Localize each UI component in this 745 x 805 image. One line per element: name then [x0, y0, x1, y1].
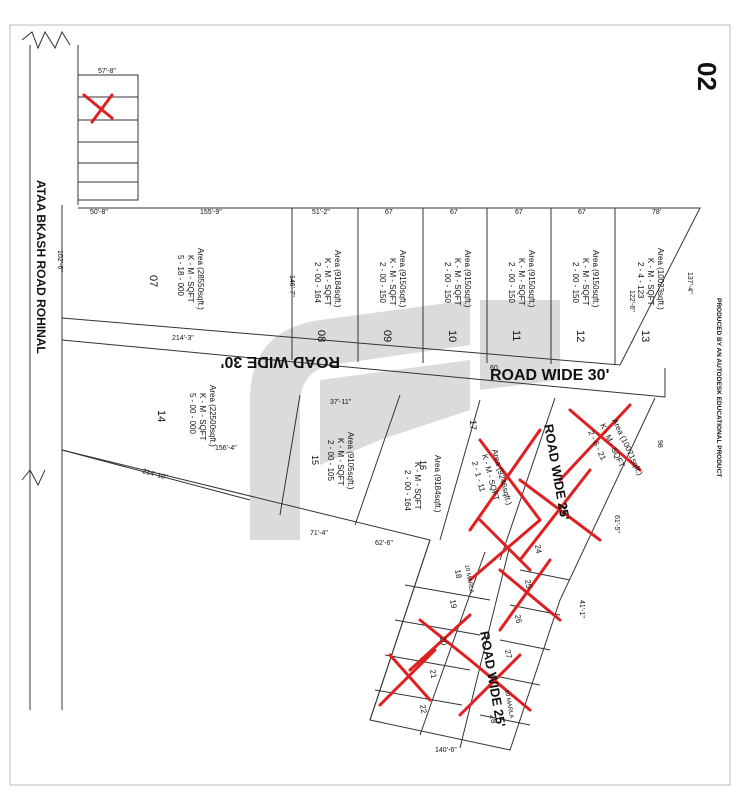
plot-23-number: 23 [558, 505, 568, 515]
dim-label: 62'-6" [375, 540, 393, 547]
dim-label: 60 [490, 365, 498, 372]
plot-11-number: 11 [510, 330, 522, 341]
dim-label: 214'-10" [141, 468, 168, 482]
dim-label: 67 [578, 209, 586, 216]
plot-09-number: 09 [381, 330, 393, 342]
plot-18-number: 18 [453, 569, 464, 580]
road-30 [61, 339, 666, 398]
plot-07-area: Area (28550sqft.) [196, 248, 205, 310]
plot-11-units: K - M - SQFT [517, 258, 526, 306]
plot-24-number: 24 [533, 544, 544, 555]
plot-15-area: Area (9105sqft.) [346, 432, 355, 490]
dim-label: 37'-11" [330, 399, 352, 406]
dim-label: 41'-1" [578, 600, 585, 618]
plot-20-number: 20 [438, 636, 449, 647]
plot-09-units: K - M - SQFT [388, 258, 397, 306]
main-road [21, 30, 79, 710]
plot-19-number: 19 [448, 599, 459, 610]
plot-26-number: 26 [513, 614, 524, 625]
plot-14-units: K - M - SQFT [198, 393, 207, 441]
dim-label: 214'-3" [172, 335, 194, 342]
sheet-border [9, 24, 731, 786]
dim-label: 51'-2" [312, 209, 330, 216]
plot-16-value: 2 - 00 - 164 [403, 470, 412, 511]
plot-08-area: Area (9184sqft.) [333, 250, 342, 308]
watermark-logo [250, 300, 560, 540]
road-25-label-b: ROAD WIDE 25' [477, 630, 509, 728]
plot-10-number: 10 [446, 330, 458, 342]
dim-label: 146'-7" [288, 275, 295, 297]
dim-label: 67 [515, 209, 523, 216]
road-30-label: ROAD WIDE 30' [221, 353, 340, 370]
plot-13-units: K - M - SQFT [646, 258, 655, 306]
dim-label: 102'-6" [56, 250, 63, 272]
dim-label: 78' [652, 209, 661, 216]
dim-label: 140'-6" [435, 747, 457, 754]
plot-27-number: 27 [503, 649, 514, 660]
plot-12-number: 12 [574, 330, 586, 342]
plot-16-units: K - M - SQFT [413, 462, 422, 510]
plot-12-units: K - M - SQFT [581, 258, 590, 306]
dim-label: 155'-9" [200, 209, 222, 216]
plot-13-number: 13 [639, 330, 651, 342]
red-cross-marks [82, 93, 642, 717]
plot-17-number: 17 [468, 420, 478, 430]
plot-09-area: Area (9150sqft.) [398, 250, 407, 308]
plot-13-value: 2 - 4 - 123 [636, 262, 645, 299]
plot-08-units: K - M - SQFT [323, 258, 332, 306]
dim-label: 50'-8" [90, 209, 108, 216]
plot-11-area: Area (9150sqft.) [527, 250, 536, 308]
plot-22-number: 22 [418, 704, 429, 715]
plot-21-number: 21 [428, 669, 439, 680]
dim-label: 57'-8" [98, 68, 116, 75]
plot-10-value: 2 - 00 - 150 [443, 262, 452, 303]
plot-07-number: 07 [147, 275, 159, 287]
plot-08-value: 2 - 00 - 164 [313, 262, 322, 303]
plot-12-area: Area (9150sqft.) [591, 250, 600, 308]
plot-16-number: 16 [418, 460, 428, 470]
plot-13-area: Area (10023sqft.) [656, 248, 665, 310]
dim-label: 156'-4" [215, 445, 237, 452]
dim-label: 71'-4" [310, 530, 328, 537]
dim-label: 61'-5" [613, 515, 620, 533]
upper-plot-labels: 07 Area (28550sqft.) K - M - SQFT 5 - 18… [147, 248, 665, 342]
dim-label: 122'-6" [628, 290, 635, 312]
upper-block [61, 207, 701, 366]
small-plots-top-left [77, 74, 139, 201]
ten-marla-label-2: 10 MARLA [503, 689, 514, 719]
small-plot-labels: 18 19 20 21 22 24 25 26 27 28 10 MARLA 1… [418, 544, 544, 725]
plot-07-value: 5 - 18 - 000 [176, 255, 185, 296]
plot-07-units: K - M - SQFT [186, 255, 195, 303]
plot-08-number: 08 [315, 330, 327, 342]
dim-label: 67 [450, 209, 458, 216]
road-30-label-2: ROAD WIDE 30' [490, 367, 609, 384]
plot-16-area: Area (9184sqft.) [433, 455, 442, 513]
plot-25-number: 25 [523, 579, 534, 590]
plot-15-value: 2 - 00 - 105 [326, 440, 335, 481]
dim-label: 98 [656, 440, 663, 448]
plot-14-value: 5 - 00 - 000 [188, 393, 197, 434]
plot-11-value: 2 - 00 - 150 [507, 262, 516, 303]
plot-10-area: Area (9150sqft.) [463, 250, 472, 308]
produced-by-label: PRODUCED BY AN AUTODESK EDUCATIONAL PROD… [715, 298, 722, 477]
plot-14-number: 14 [155, 410, 167, 422]
plot-15-number: 15 [310, 455, 320, 465]
ten-marla-label-1: 10 MARLA [463, 564, 474, 594]
plot-10-units: K - M - SQFT [453, 258, 462, 306]
main-road-label: ATAA BKASH ROAD ROHINAL [34, 180, 48, 354]
sheet-number: 02 [692, 62, 722, 91]
dim-label: 67 [385, 209, 393, 216]
plot-28-number: 28 [488, 714, 499, 725]
dim-label: 137'-4" [686, 272, 693, 294]
plot-09-value: 2 - 00 - 150 [378, 262, 387, 303]
plot-12-value: 2 - 00 - 150 [571, 262, 580, 303]
plot-14-area: Area (22500sqft.) [208, 385, 217, 447]
plot-15-units: K - M - SQFT [336, 438, 345, 486]
dimension-labels: 57'-8" 155'-9" 51'-2" 67 67 67 67 78' 13… [56, 68, 693, 754]
